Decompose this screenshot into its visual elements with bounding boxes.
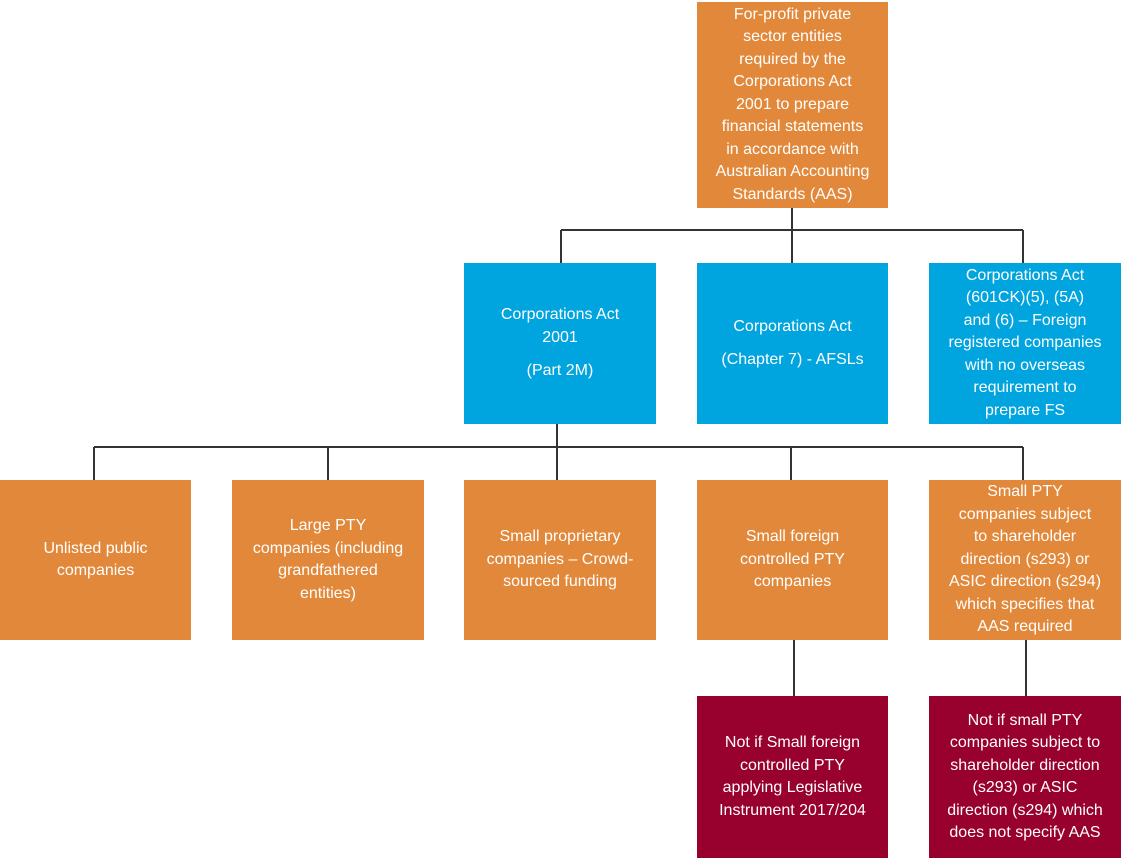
box-small-foreign-controlled: Small foreign controlled PTY companies [697,480,888,640]
box-text: Corporations Act (601CK)(5), (5A) and (6… [948,266,1102,419]
box-text: Not if Small foreign controlled PTY appl… [719,734,866,819]
box-foreign-registered-companies: Corporations Act (601CK)(5), (5A) and (6… [929,263,1121,424]
root-box-text: For-profit private sector entities requi… [715,5,870,203]
box-unlisted-public: Unlisted public companies [0,480,191,640]
connector-root-to-level2 [560,208,1024,263]
box-text: Corporations Act 2001 [500,306,620,346]
box-text: Small PTY companies subject to sharehold… [948,483,1102,636]
box-large-pty: Large PTY companies (including grandfath… [232,480,424,640]
connector-part2m-to-level3 [93,424,1024,480]
box-text: Not if small PTY companies subject to sh… [947,711,1103,842]
box-text: Unlisted public companies [43,539,148,580]
box-exception-foreign-controlled: Not if Small foreign controlled PTY appl… [697,696,888,858]
box-small-pty-direction: Small PTY companies subject to sharehold… [929,480,1121,640]
box-text: Small foreign controlled PTY companies [740,528,845,591]
box-exception-small-pty: Not if small PTY companies subject to sh… [929,696,1121,858]
box-subtext: (Part 2M) [526,362,594,380]
box-text: Small proprietary companies – Crowd- sou… [486,528,634,591]
box-subtext: (Chapter 7) - AFSLs [721,351,864,368]
box-small-proprietary-csf: Small proprietary companies – Crowd- sou… [464,480,656,640]
root-box-for-profit-entities: For-profit private sector entities requi… [697,2,888,208]
box-corporations-act-chapter-7: Corporations Act (Chapter 7) - AFSLs [697,263,888,424]
box-corporations-act-part-2m: Corporations Act 2001 (Part 2M) [464,263,656,424]
box-text: Corporations Act [733,317,852,335]
box-text: Large PTY companies (including grandfath… [252,517,404,602]
